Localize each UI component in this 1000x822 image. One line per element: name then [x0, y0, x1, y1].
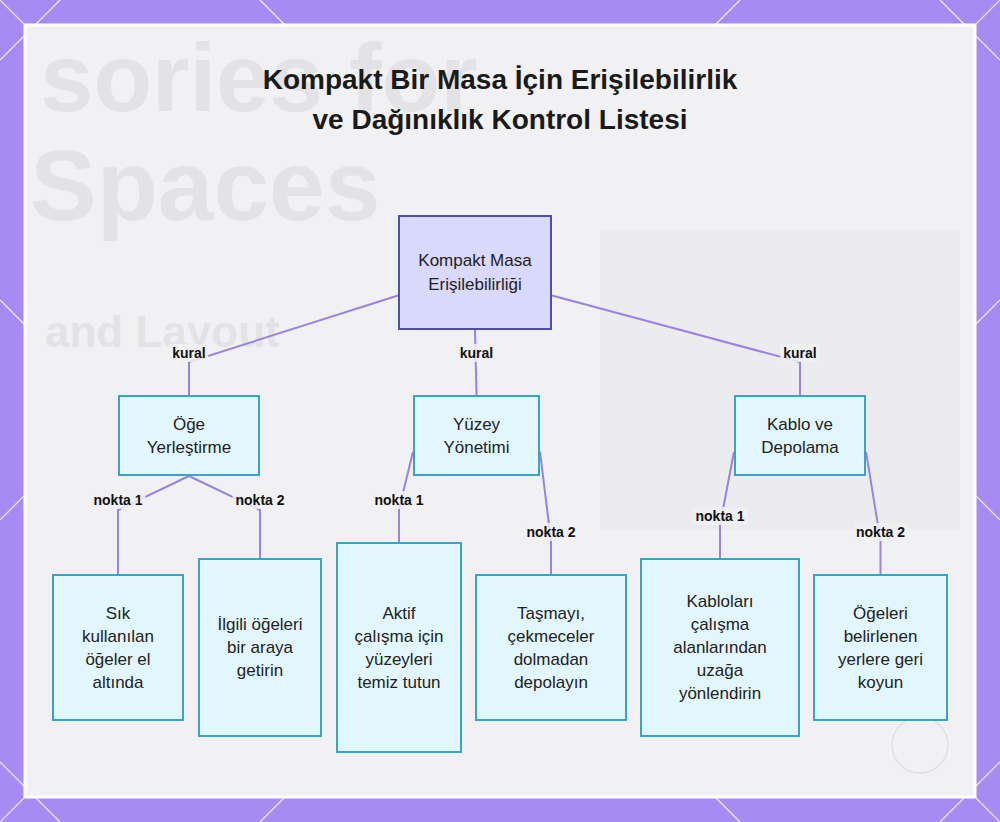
node-text: Taşmayı, çekmeceler dolmadan depolayın: [493, 602, 609, 694]
node-text: Öğeleri belirlenen yerlere geri koyun: [831, 602, 930, 694]
node-text: Kablo ve Depolama: [750, 413, 850, 459]
connector-line: [475, 330, 477, 395]
content-panel: [25, 25, 975, 797]
faded-logo: [892, 717, 948, 773]
edge-label: nokta 2: [232, 491, 287, 509]
faded-photo-shape: [600, 230, 960, 530]
node-text: Sık kullanılan öğeler el altında: [70, 602, 166, 694]
diagram-title: Kompakt Bir Masa İçin Erişilebilirlik ve…: [250, 60, 750, 140]
connector-line: [189, 296, 398, 396]
watermark-text: and Layout: [45, 310, 280, 354]
edge-label: nokta 1: [90, 491, 145, 509]
edge-label: nokta 2: [523, 523, 578, 541]
edge-label: kural: [457, 344, 496, 362]
connector-line: [866, 452, 881, 574]
node-text: Aktif çalışma için yüzeyleri temiz tutun: [354, 602, 444, 694]
connector-line: [552, 296, 800, 396]
point-box: Aktif çalışma için yüzeyleri temiz tutun: [336, 542, 462, 753]
edge-label: kural: [169, 344, 208, 362]
node-text: Öğe Yerleştirme: [134, 413, 244, 459]
point-box: Kabloları çalışma alanlarından uzağa yön…: [640, 558, 800, 737]
node-text: Kompakt Masa Erişilebilirliği: [416, 249, 534, 297]
rule-box: Kablo ve Depolama: [734, 395, 866, 476]
node-text: Kabloları çalışma alanlarından uzağa yön…: [658, 590, 782, 705]
rule-box: Öğe Yerleştirme: [118, 395, 260, 476]
node-text: Yüzey Yönetimi: [429, 413, 524, 459]
watermark-text: Spaces: [30, 135, 380, 235]
connector-line: [720, 452, 734, 558]
point-box: Sık kullanılan öğeler el altında: [52, 574, 184, 721]
point-box: İlgili öğeleri bir araya getirin: [198, 558, 322, 737]
point-box: Taşmayı, çekmeceler dolmadan depolayın: [475, 574, 627, 721]
edge-label: nokta 1: [692, 507, 747, 525]
edge-label: nokta 1: [371, 491, 426, 509]
node-text: İlgili öğeleri bir araya getirin: [216, 613, 304, 682]
point-box: Öğeleri belirlenen yerlere geri koyun: [813, 574, 948, 721]
edge-label: kural: [780, 344, 819, 362]
root-box: Kompakt Masa Erişilebilirliği: [398, 215, 552, 330]
connector-line: [189, 476, 260, 558]
rule-box: Yüzey Yönetimi: [413, 395, 540, 476]
edge-label: nokta 2: [853, 523, 908, 541]
connector-line: [540, 452, 551, 574]
